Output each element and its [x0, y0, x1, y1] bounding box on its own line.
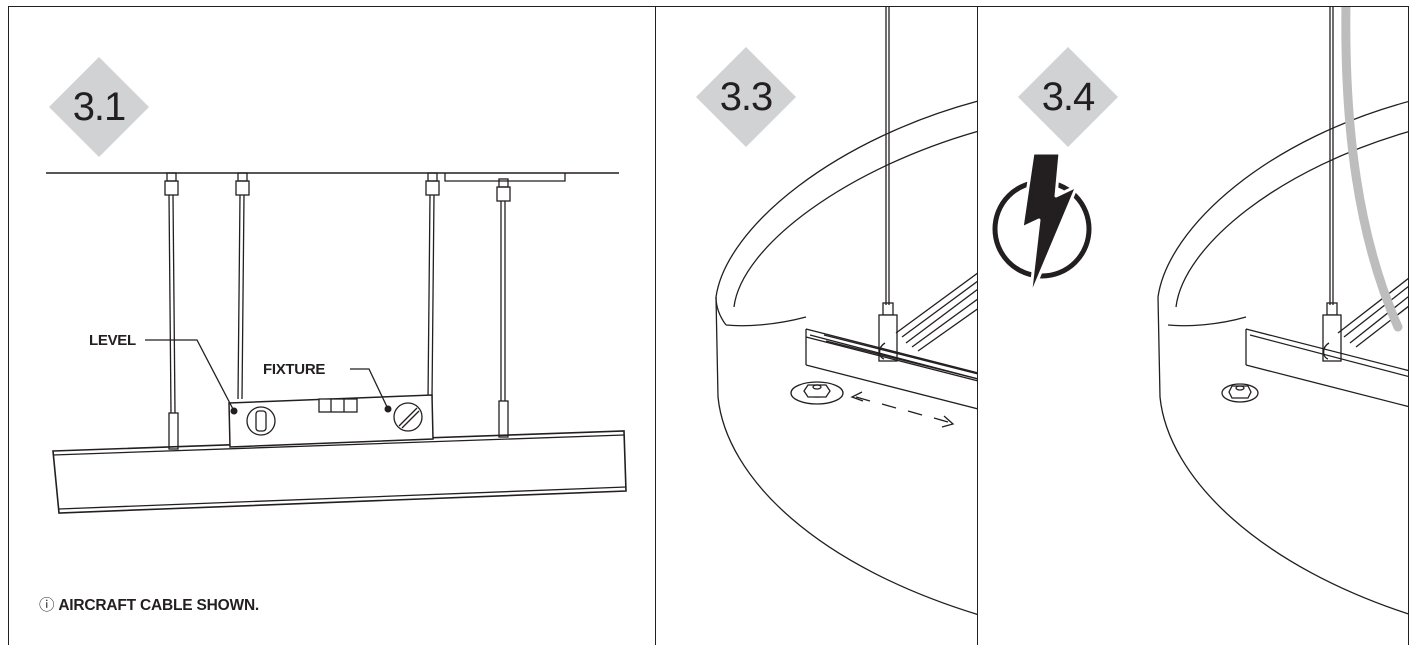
diamond-icon	[1018, 47, 1118, 147]
info-icon: ⓘ	[39, 597, 55, 614]
step-badge: 3.1	[47, 55, 151, 159]
note-text: AIRCRAFT CABLE SHOWN.	[58, 597, 260, 614]
step-number: 3.3	[719, 74, 774, 119]
panel-step-3-3: 3.3	[655, 6, 978, 645]
fixture-level-illustration	[46, 172, 627, 514]
fixture-callout: FIXTURE	[263, 361, 326, 378]
power-connection-illustration	[992, 7, 1408, 615]
diamond-icon	[49, 57, 149, 157]
step-number: 3.1	[72, 84, 127, 129]
step-badge: 3.3	[694, 45, 798, 149]
step-number: 3.4	[1041, 74, 1096, 119]
step-badge: 3.4	[1016, 45, 1120, 149]
cable-gripper-slide-illustration	[715, 7, 977, 615]
panel-step-3-1: 3.1	[8, 6, 656, 645]
level-callout: LEVEL	[89, 332, 136, 349]
electric-hazard-icon	[992, 151, 1092, 300]
diamond-icon	[696, 47, 796, 147]
panel-step-3-4: 3.4	[977, 6, 1409, 645]
